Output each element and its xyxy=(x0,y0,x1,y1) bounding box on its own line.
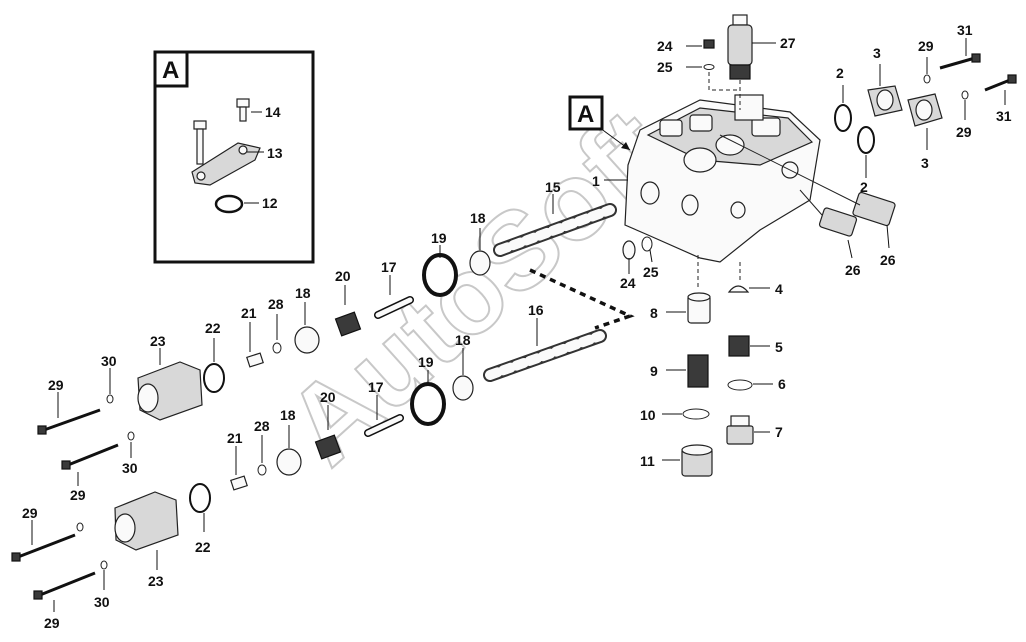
part-label-14: 14 xyxy=(265,104,281,120)
part-label-20-upper: 20 xyxy=(335,268,351,284)
part-label-8: 8 xyxy=(650,305,658,321)
part-label-19-upper: 19 xyxy=(431,230,447,246)
dashed-connector xyxy=(529,268,635,330)
part-label-5: 5 xyxy=(775,339,783,355)
part-label-28-lower: 28 xyxy=(254,418,270,434)
valve-body-1 xyxy=(624,94,821,263)
part-label-17-upper: 17 xyxy=(381,259,397,275)
part-label-7: 7 xyxy=(775,424,783,440)
o-ring-2-lower xyxy=(857,126,875,154)
part-24-25-upper: 24 25 xyxy=(657,38,740,91)
part-label-25-upper: 25 xyxy=(657,59,673,75)
part-27-cartridge: 27 xyxy=(727,14,796,110)
part-label-4: 4 xyxy=(775,281,783,297)
part-label-29-upper-right: 29 xyxy=(918,38,934,54)
part-label-30-upper-1: 30 xyxy=(101,353,117,369)
part-label-29-upper-2: 29 xyxy=(70,487,86,503)
part-label-25-lower: 25 xyxy=(643,264,659,280)
detail-frame xyxy=(153,50,315,264)
part-label-1: 1 xyxy=(592,173,600,189)
part-label-20-lower: 20 xyxy=(320,389,336,405)
part-label-9: 9 xyxy=(650,363,658,379)
part-label-13: 13 xyxy=(267,145,283,161)
view-a-label: A xyxy=(577,101,594,128)
part-label-29-lower-right: 29 xyxy=(956,124,972,140)
part-26-sensors: 26 26 xyxy=(719,134,896,278)
part-label-3-upper: 3 xyxy=(873,45,881,61)
part-label-2-lower: 2 xyxy=(860,179,868,195)
part-label-18-lower-2: 18 xyxy=(280,407,296,423)
detail-view-a: A 14 13 12 xyxy=(153,50,315,264)
right-bottom-stack: 4 5 6 7 xyxy=(726,262,786,445)
part-label-3-lower: 3 xyxy=(921,155,929,171)
detail-label-box xyxy=(153,50,189,88)
right-side-fittings: 2 2 3 3 29 29 31 31 xyxy=(834,22,1017,195)
part-label-28-upper: 28 xyxy=(268,296,284,312)
part-label-31-lower: 31 xyxy=(996,108,1012,124)
part-label-30-upper-2: 30 xyxy=(122,460,138,476)
part-label-22-upper: 22 xyxy=(205,320,221,336)
part-label-17-lower: 17 xyxy=(368,379,384,395)
part-label-11: 11 xyxy=(640,453,655,469)
part-label-31-upper: 31 xyxy=(957,22,973,38)
detail-label: A xyxy=(162,57,179,84)
bolt-14-left xyxy=(193,120,207,165)
part-label-16: 16 xyxy=(528,302,544,318)
view-a-box xyxy=(568,95,604,131)
o-ring-2-upper xyxy=(834,104,852,132)
part-label-23-lower: 23 xyxy=(148,573,164,589)
part-label-22-lower: 22 xyxy=(195,539,211,555)
part-label-30-lower: 30 xyxy=(94,594,110,610)
lower-spool-assembly: 16 18 19 20 17 18 28 21 22 23 30 xyxy=(11,302,607,631)
part-label-29-lower-2: 29 xyxy=(44,615,60,631)
part-label-21-lower: 21 xyxy=(227,430,243,446)
part-label-21-upper: 21 xyxy=(241,305,257,321)
part-label-15: 15 xyxy=(545,179,561,195)
part-label-26-right: 26 xyxy=(880,252,896,268)
part-label-24-upper: 24 xyxy=(657,38,673,54)
center-bottom-stack: 8 9 10 11 xyxy=(640,255,713,477)
part-label-18-upper-2: 18 xyxy=(295,285,311,301)
view-a-callout: A xyxy=(568,95,631,151)
part-24-25-lower: 24 25 xyxy=(620,236,659,291)
part-label-29-lower-1: 29 xyxy=(22,505,38,521)
o-ring-12 xyxy=(214,194,244,214)
part-label-23-upper: 23 xyxy=(150,333,166,349)
upper-spool-assembly: 15 18 19 20 17 18 28 21 22 23 30 30 xyxy=(37,179,617,503)
part-label-29-upper-1: 29 xyxy=(48,377,64,393)
part-label-19-lower: 19 xyxy=(418,354,434,370)
part-label-18-lower-1: 18 xyxy=(455,332,471,348)
part-label-24-lower: 24 xyxy=(620,275,636,291)
part-label-18-upper-1: 18 xyxy=(470,210,486,226)
part-label-26-left: 26 xyxy=(845,262,861,278)
part-label-2-upper: 2 xyxy=(836,65,844,81)
part-label-12: 12 xyxy=(262,195,278,211)
part-label-6: 6 xyxy=(778,376,786,392)
part-label-10: 10 xyxy=(640,407,656,423)
bolt-14 xyxy=(236,98,250,122)
part-label-27: 27 xyxy=(780,35,796,51)
